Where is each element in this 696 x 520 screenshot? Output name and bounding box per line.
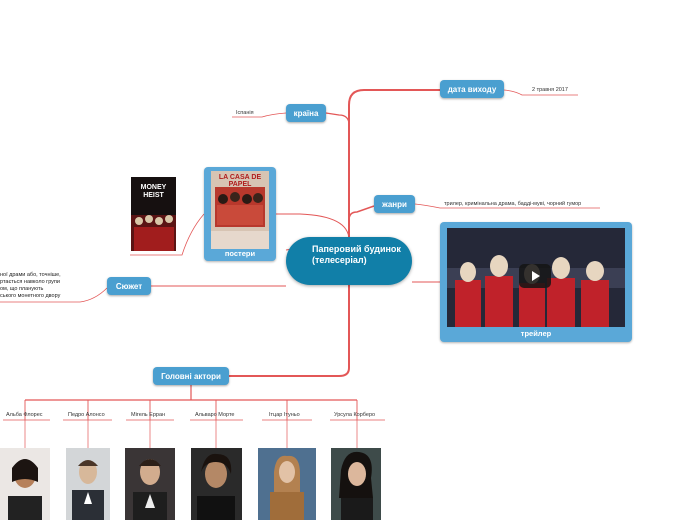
poster-art-icon xyxy=(211,171,269,249)
plot-line: ртається навколо групи xyxy=(0,279,60,285)
portrait-icon xyxy=(258,448,316,520)
poster-title: MONEY HEIST xyxy=(140,184,167,199)
portrait-icon xyxy=(0,448,50,520)
portrait-icon xyxy=(66,448,110,520)
posters-label: постери xyxy=(224,249,256,258)
poster-figures-icon xyxy=(131,177,176,251)
plot-line: ського монетного двору xyxy=(0,293,61,299)
money-heist-poster[interactable]: MONEY HEIST xyxy=(131,177,176,251)
play-button[interactable] xyxy=(519,264,551,288)
trailer-label: трейлер xyxy=(520,329,552,338)
play-icon xyxy=(532,271,540,281)
main-actors-node[interactable]: Головні актори xyxy=(153,367,229,385)
plot-label: Сюжет xyxy=(115,281,143,291)
actor-photo[interactable] xyxy=(331,448,381,520)
genres-label: жанри xyxy=(382,199,407,209)
release-date-node[interactable]: дата виходу xyxy=(440,80,504,98)
actor-name: Мігель Ерран xyxy=(131,412,166,418)
actor-photo[interactable] xyxy=(191,448,242,520)
actor-name: Альваро Морте xyxy=(195,412,235,418)
central-title: Паперовий будинок (телесеріал) xyxy=(312,244,401,265)
genres-value: трилер, кримінальна драма, бадді-муві, ч… xyxy=(444,201,582,207)
release-date-label: дата виходу xyxy=(447,84,497,94)
actor-name: Урсула Корберо xyxy=(334,412,376,418)
casa-de-papel-poster: LA CASA DE PAPEL xyxy=(211,171,269,249)
country-value: Іспанія xyxy=(236,110,254,116)
release-date-value: 2 травня 2017 xyxy=(532,87,568,93)
plot-node[interactable]: Сюжет xyxy=(107,277,151,295)
actor-name: Альба Флорес xyxy=(6,412,43,418)
portrait-icon xyxy=(125,448,175,520)
actor-photo[interactable] xyxy=(0,448,50,520)
genres-node[interactable]: жанри xyxy=(374,195,415,213)
actor-photo[interactable] xyxy=(125,448,175,520)
trailer-card[interactable]: трейлер xyxy=(440,222,632,342)
main-actors-label: Головні актори xyxy=(161,371,221,381)
actor-photo[interactable] xyxy=(66,448,110,520)
country-label: країна xyxy=(293,108,319,118)
plot-line: ної драми або, точніше, xyxy=(0,272,61,278)
central-topic[interactable]: Паперовий будинок (телесеріал) xyxy=(286,237,412,285)
poster-title-es: LA CASA DE PAPEL xyxy=(218,174,262,188)
trailer-video[interactable] xyxy=(447,228,625,327)
actor-name: Педро Алонсо xyxy=(68,412,105,418)
plot-line: ом, що планують xyxy=(0,286,44,292)
actor-photo[interactable] xyxy=(258,448,316,520)
country-node[interactable]: країна xyxy=(286,104,326,122)
posters-card[interactable]: LA CASA DE PAPEL постери xyxy=(204,167,276,261)
plot-text: ної драми або, точніше, ртається навколо… xyxy=(0,272,61,300)
portrait-icon xyxy=(191,448,242,520)
actor-name: Ітцар Ітуньо xyxy=(269,412,300,418)
portrait-icon xyxy=(331,448,381,520)
